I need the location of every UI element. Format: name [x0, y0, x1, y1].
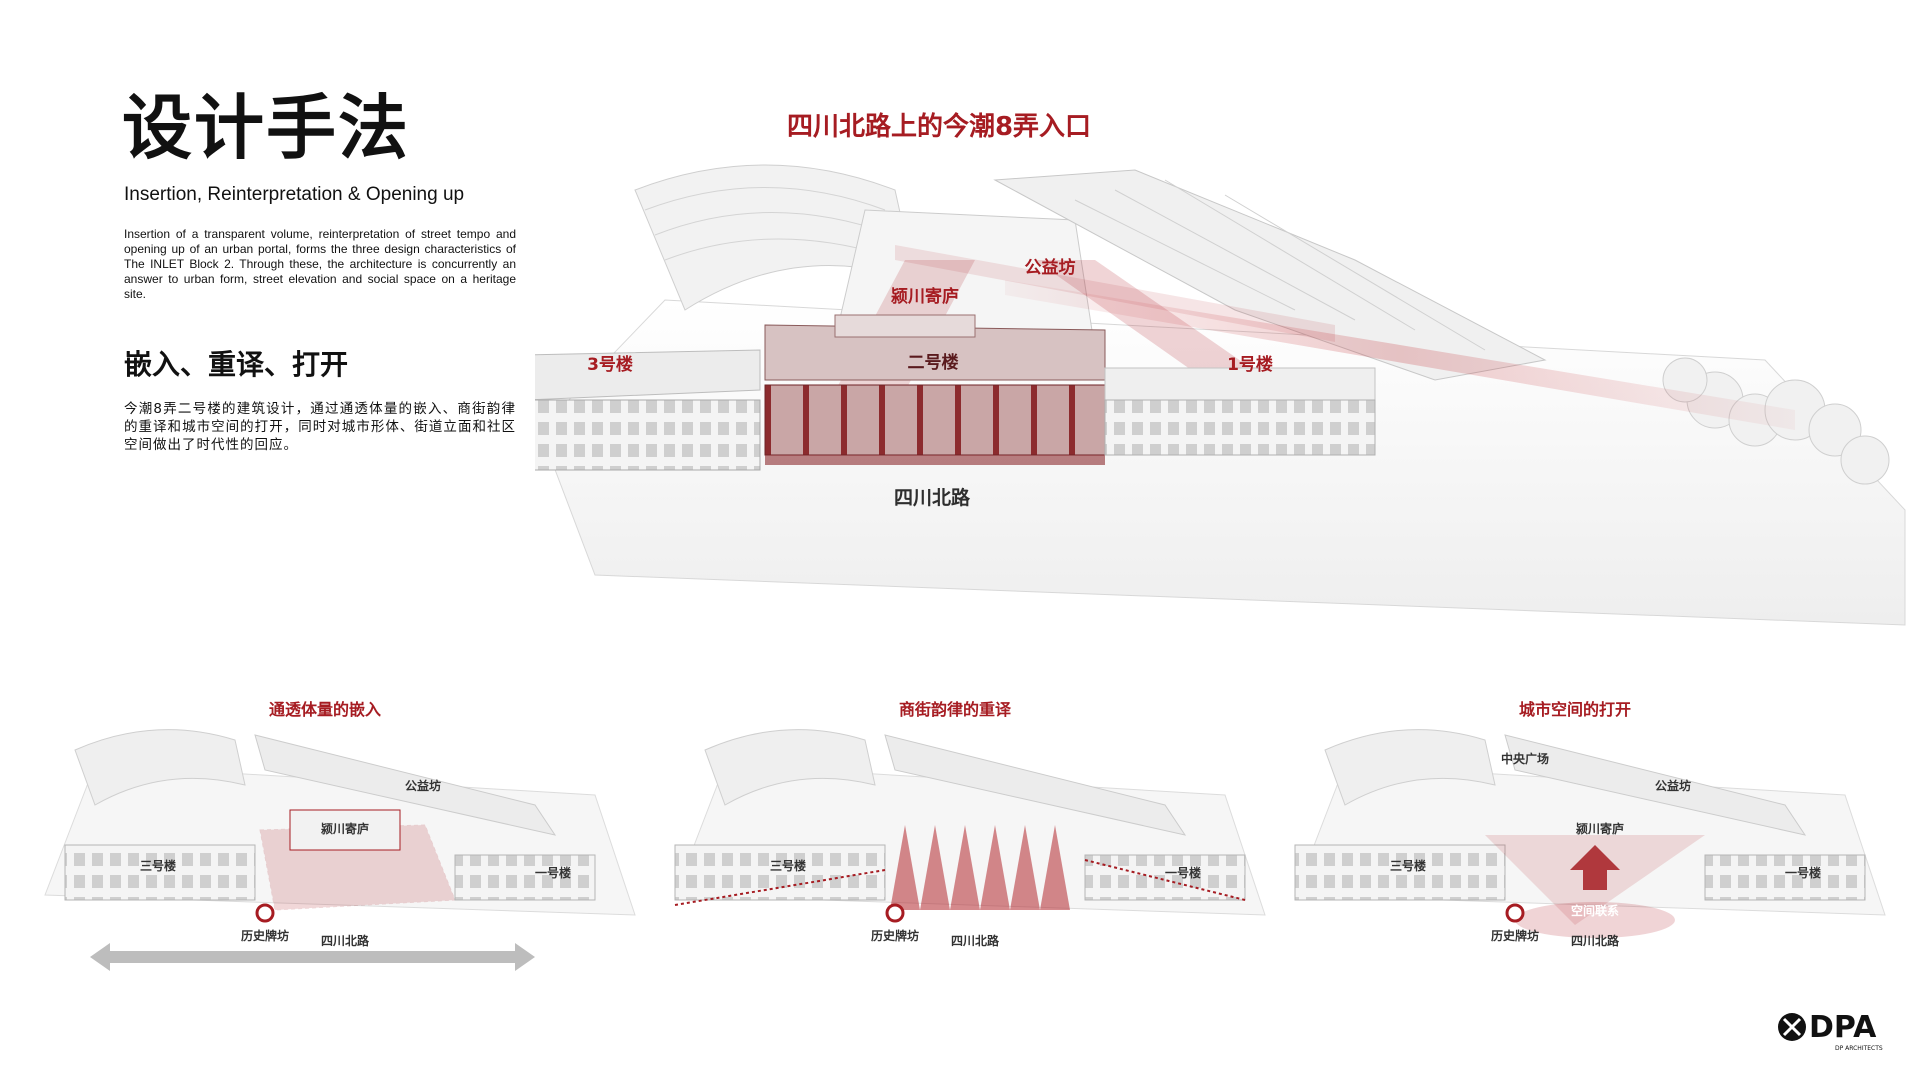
panel-2-label-building1: 一号楼: [1165, 865, 1201, 880]
panel-3-heading: 城市空间的打开: [1519, 700, 1631, 719]
street-arrow: [90, 943, 535, 971]
label-yingchuan: 颍川寄庐: [891, 286, 959, 307]
panel-3-label-central-plaza: 中央广场: [1501, 751, 1549, 766]
panel-1-label-yingchuan: 颍川寄庐: [321, 821, 369, 836]
archway-marker: [885, 903, 905, 923]
rhythm-triangles: [890, 825, 1070, 910]
subtitle-english: Insertion, Reinterpretation & Opening up: [124, 184, 465, 205]
spatial-link-arrow: [1570, 845, 1620, 890]
panel-insertion: 通透体量的嵌入 公益坊 颍川寄庐 三号楼 一号楼 历史牌坊 四川北路: [44, 700, 636, 971]
panel-2-label-archway: 历史牌坊: [871, 928, 919, 943]
panel-opening-up: 城市空间的打开 中央广场 公益坊 颍川寄庐 三号楼 一号楼 空间联系 历史牌坊 …: [1294, 700, 1886, 948]
panel-1-label-gongyi: 公益坊: [405, 778, 441, 793]
building-2-facade: [764, 384, 1106, 456]
building-3-roof: [535, 349, 761, 401]
panel-3-label-street: 四川北路: [1571, 933, 1620, 948]
logo-text: DPA: [1809, 1010, 1877, 1045]
panel-2-label-street: 四川北路: [951, 933, 1000, 948]
subtitle-chinese: 嵌入、重译、打开: [124, 348, 349, 381]
panel-3-label-spatial-link: 空间联系: [1571, 903, 1619, 918]
page-title: 设计手法: [122, 87, 410, 169]
label-building1: 1号楼: [1227, 354, 1273, 375]
building-3-facade: [535, 399, 761, 471]
main-heading: 四川北路上的今潮8弄入口: [787, 111, 1091, 142]
panel-1-label-building3: 三号楼: [140, 858, 176, 873]
panel-3-label-archway: 历史牌坊: [1491, 928, 1539, 943]
panel-2-label-building3: 三号楼: [770, 858, 806, 873]
logo-subtext: DP ARCHITECTS: [1835, 1045, 1883, 1052]
archway-marker: [255, 903, 275, 923]
archway-marker: [1505, 903, 1525, 923]
panel-2-heading: 商街韵律的重译: [899, 700, 1012, 719]
label-street: 四川北路: [894, 486, 971, 509]
panel-reinterpretation: 商街韵律的重译 三号楼 一号楼 历史牌坊 四川北路: [674, 700, 1266, 948]
panel-3-label-gongyi: 公益坊: [1655, 778, 1691, 793]
building-1-facade: [1104, 399, 1376, 456]
panel-1-heading: 通透体量的嵌入: [269, 700, 381, 719]
dpa-logo: DPA DP ARCHITECTS: [1778, 1010, 1883, 1052]
panel-3-label-yingchuan: 颍川寄庐: [1576, 821, 1624, 836]
label-gongyi: 公益坊: [1025, 257, 1076, 278]
description-english: Insertion of a transparent volume, reint…: [124, 227, 516, 301]
panel-1-label-archway: 历史牌坊: [241, 928, 289, 943]
panel-1-label-building1: 一号楼: [535, 865, 571, 880]
label-building3: 3号楼: [587, 354, 633, 375]
main-axonometric-diagram: 四川北路上的今潮8弄入口 颍川寄庐 公益坊 3号楼 二号楼 1号楼 四川北路: [535, 111, 1906, 626]
label-building2: 二号楼: [908, 352, 959, 373]
panel-1-label-street: 四川北路: [321, 933, 370, 948]
description-chinese: 今潮8弄二号楼的建筑设计，通过通透体量的嵌入、商街韵律的重译和城市空间的打开，同…: [124, 401, 516, 453]
panel-3-label-building3: 三号楼: [1390, 858, 1426, 873]
panel-3-label-building1: 一号楼: [1785, 865, 1821, 880]
